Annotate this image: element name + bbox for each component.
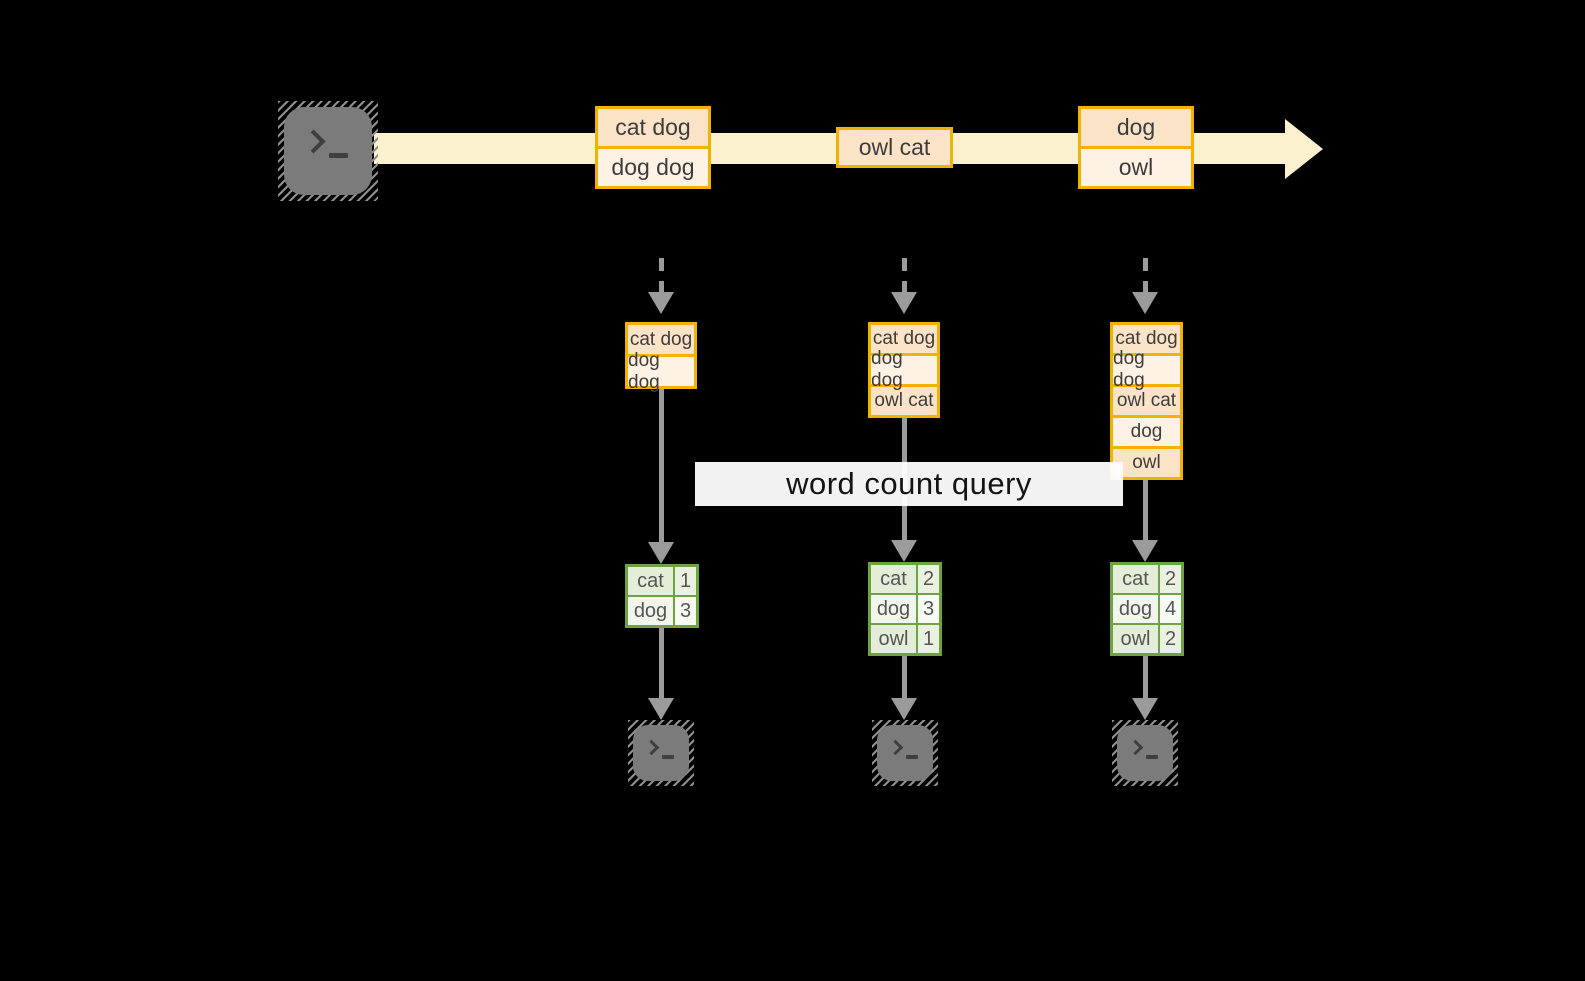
count-table: cat 1 dog 3 bbox=[625, 564, 699, 628]
state-row: owl cat bbox=[1113, 384, 1180, 415]
event-line: owl cat bbox=[839, 130, 950, 165]
state-row: cat dog bbox=[871, 325, 937, 353]
event-line: dog bbox=[1081, 109, 1191, 146]
table-row: owl 2 bbox=[1113, 623, 1181, 653]
terminal-body bbox=[1117, 725, 1173, 781]
flow-arrow-line bbox=[1143, 656, 1148, 698]
table-row: dog 3 bbox=[628, 595, 696, 625]
sink-terminal-icon bbox=[872, 720, 938, 786]
prompt-chevron-icon bbox=[643, 739, 660, 756]
table-row: cat 1 bbox=[628, 567, 696, 595]
state-row: dog dog bbox=[871, 348, 937, 391]
table-row: dog 4 bbox=[1113, 593, 1181, 623]
word-cell: dog bbox=[628, 597, 673, 625]
stream-event: cat dog dog dog bbox=[595, 106, 711, 189]
flow-arrow-line bbox=[659, 389, 664, 542]
word-cell: owl bbox=[871, 625, 916, 653]
count-table: cat 2 dog 4 owl 2 bbox=[1110, 562, 1184, 656]
terminal-body bbox=[284, 107, 372, 195]
count-cell: 4 bbox=[1158, 595, 1181, 623]
count-cell: 2 bbox=[916, 565, 939, 593]
state-row: dog dog bbox=[628, 350, 694, 393]
flow-arrow-head-icon bbox=[1132, 540, 1158, 562]
table-row: owl 1 bbox=[871, 623, 939, 653]
terminal-body bbox=[877, 725, 933, 781]
source-terminal-icon bbox=[278, 101, 378, 201]
table-row: cat 2 bbox=[1113, 565, 1181, 593]
word-cell: dog bbox=[871, 595, 916, 623]
stream-event: dog owl bbox=[1078, 106, 1194, 189]
count-table: cat 2 dog 3 owl 1 bbox=[868, 562, 942, 656]
count-cell: 3 bbox=[673, 597, 696, 625]
word-cell: cat bbox=[628, 567, 673, 595]
flow-arrow-head-icon bbox=[891, 698, 917, 720]
dashed-arrow-head-icon bbox=[891, 292, 917, 314]
state-store: cat dog dog dog bbox=[625, 322, 697, 393]
event-line: owl bbox=[1081, 146, 1191, 186]
state-row: owl cat bbox=[871, 384, 937, 415]
prompt-underscore-icon bbox=[329, 153, 348, 158]
prompt-chevron-icon bbox=[887, 739, 904, 756]
dashed-arrow-head-icon bbox=[648, 292, 674, 314]
word-cell: owl bbox=[1113, 625, 1158, 653]
table-row: dog 3 bbox=[871, 593, 939, 623]
dashed-arrow-line bbox=[902, 258, 907, 294]
prompt-underscore-icon bbox=[906, 755, 918, 759]
flow-arrow-head-icon bbox=[891, 540, 917, 562]
event-line: cat dog bbox=[598, 109, 708, 146]
word-cell: cat bbox=[1113, 565, 1158, 593]
dashed-arrow-line bbox=[1143, 258, 1148, 294]
terminal-body bbox=[633, 725, 689, 781]
query-label: word count query bbox=[695, 462, 1123, 506]
dashed-arrow-head-icon bbox=[1132, 292, 1158, 314]
flow-arrow-head-icon bbox=[648, 542, 674, 564]
state-store: cat dog dog dog owl cat dog owl bbox=[1110, 322, 1183, 480]
word-cell: dog bbox=[1113, 595, 1158, 623]
prompt-underscore-icon bbox=[1146, 755, 1158, 759]
flow-arrow-line bbox=[659, 628, 664, 698]
count-cell: 3 bbox=[916, 595, 939, 623]
flow-arrow-head-icon bbox=[648, 698, 674, 720]
flow-arrow-head-icon bbox=[1132, 698, 1158, 720]
stream-event: owl cat bbox=[836, 127, 953, 168]
prompt-chevron-icon bbox=[301, 129, 326, 154]
dashed-arrow-line bbox=[659, 258, 664, 294]
state-row: cat dog bbox=[1113, 325, 1180, 353]
prompt-chevron-icon bbox=[1127, 739, 1144, 756]
flow-arrow-line bbox=[1143, 480, 1148, 540]
prompt-underscore-icon bbox=[662, 755, 674, 759]
state-row: cat dog bbox=[628, 325, 694, 354]
sink-terminal-icon bbox=[628, 720, 694, 786]
count-cell: 1 bbox=[916, 625, 939, 653]
stream-arrow-head-icon bbox=[1285, 119, 1323, 179]
count-cell: 2 bbox=[1158, 565, 1181, 593]
sink-terminal-icon bbox=[1112, 720, 1178, 786]
state-row: owl bbox=[1113, 446, 1180, 477]
count-cell: 1 bbox=[673, 567, 696, 595]
word-cell: cat bbox=[871, 565, 916, 593]
count-cell: 2 bbox=[1158, 625, 1181, 653]
state-row: dog bbox=[1113, 415, 1180, 446]
state-store: cat dog dog dog owl cat bbox=[868, 322, 940, 418]
state-row: dog dog bbox=[1113, 348, 1180, 391]
flow-arrow-line bbox=[902, 656, 907, 698]
event-line: dog dog bbox=[598, 146, 708, 186]
table-row: cat 2 bbox=[871, 565, 939, 593]
